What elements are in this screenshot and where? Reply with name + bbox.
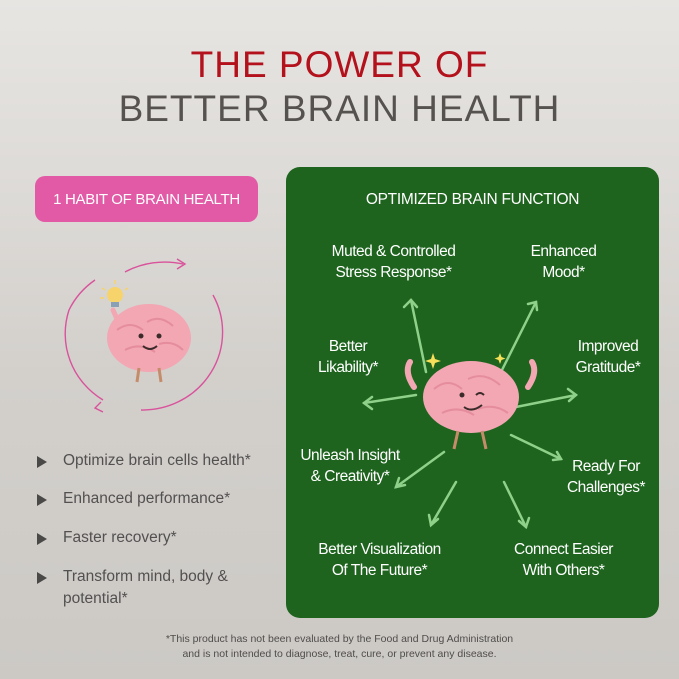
brain-cycle-illustration [64,258,224,413]
page-title-line1: THE POWER OF [190,44,489,85]
cycle-arrows-icon [64,258,224,413]
habit-badge-label: 1 HABIT OF BRAIN HEALTH [53,190,240,208]
benefit-insight: Unleash Insight& Creativity* [300,447,400,485]
triangle-bullet-icon [37,572,47,584]
panel-title: OPTIMIZED BRAIN FUNCTION [365,191,580,208]
flexing-brain-mascot-icon [404,353,538,450]
benefits-panel: OPTIMIZED BRAIN FUNCTION [286,167,659,618]
radial-arrows-diagram [361,298,578,530]
bullet-item: Transform mind, body &potential* [37,568,228,610]
triangle-bullet-icon [37,533,47,545]
triangle-bullet-icon [37,456,47,468]
page-title-line2: BETTER BRAIN HEALTH [118,88,561,129]
bullet-item: Enhanced performance* [37,490,230,510]
lightbulb-icon [100,280,129,307]
disclaimer: *This product has not been evaluated by … [165,633,514,660]
triangle-bullet-icon [37,494,47,506]
bullet-item: Faster recovery* [37,529,177,549]
brain-mascot-icon [107,304,191,383]
habit-badge: 1 HABIT OF BRAIN HEALTH [35,176,258,222]
bullet-item: Optimize brain cells health* [37,452,251,472]
